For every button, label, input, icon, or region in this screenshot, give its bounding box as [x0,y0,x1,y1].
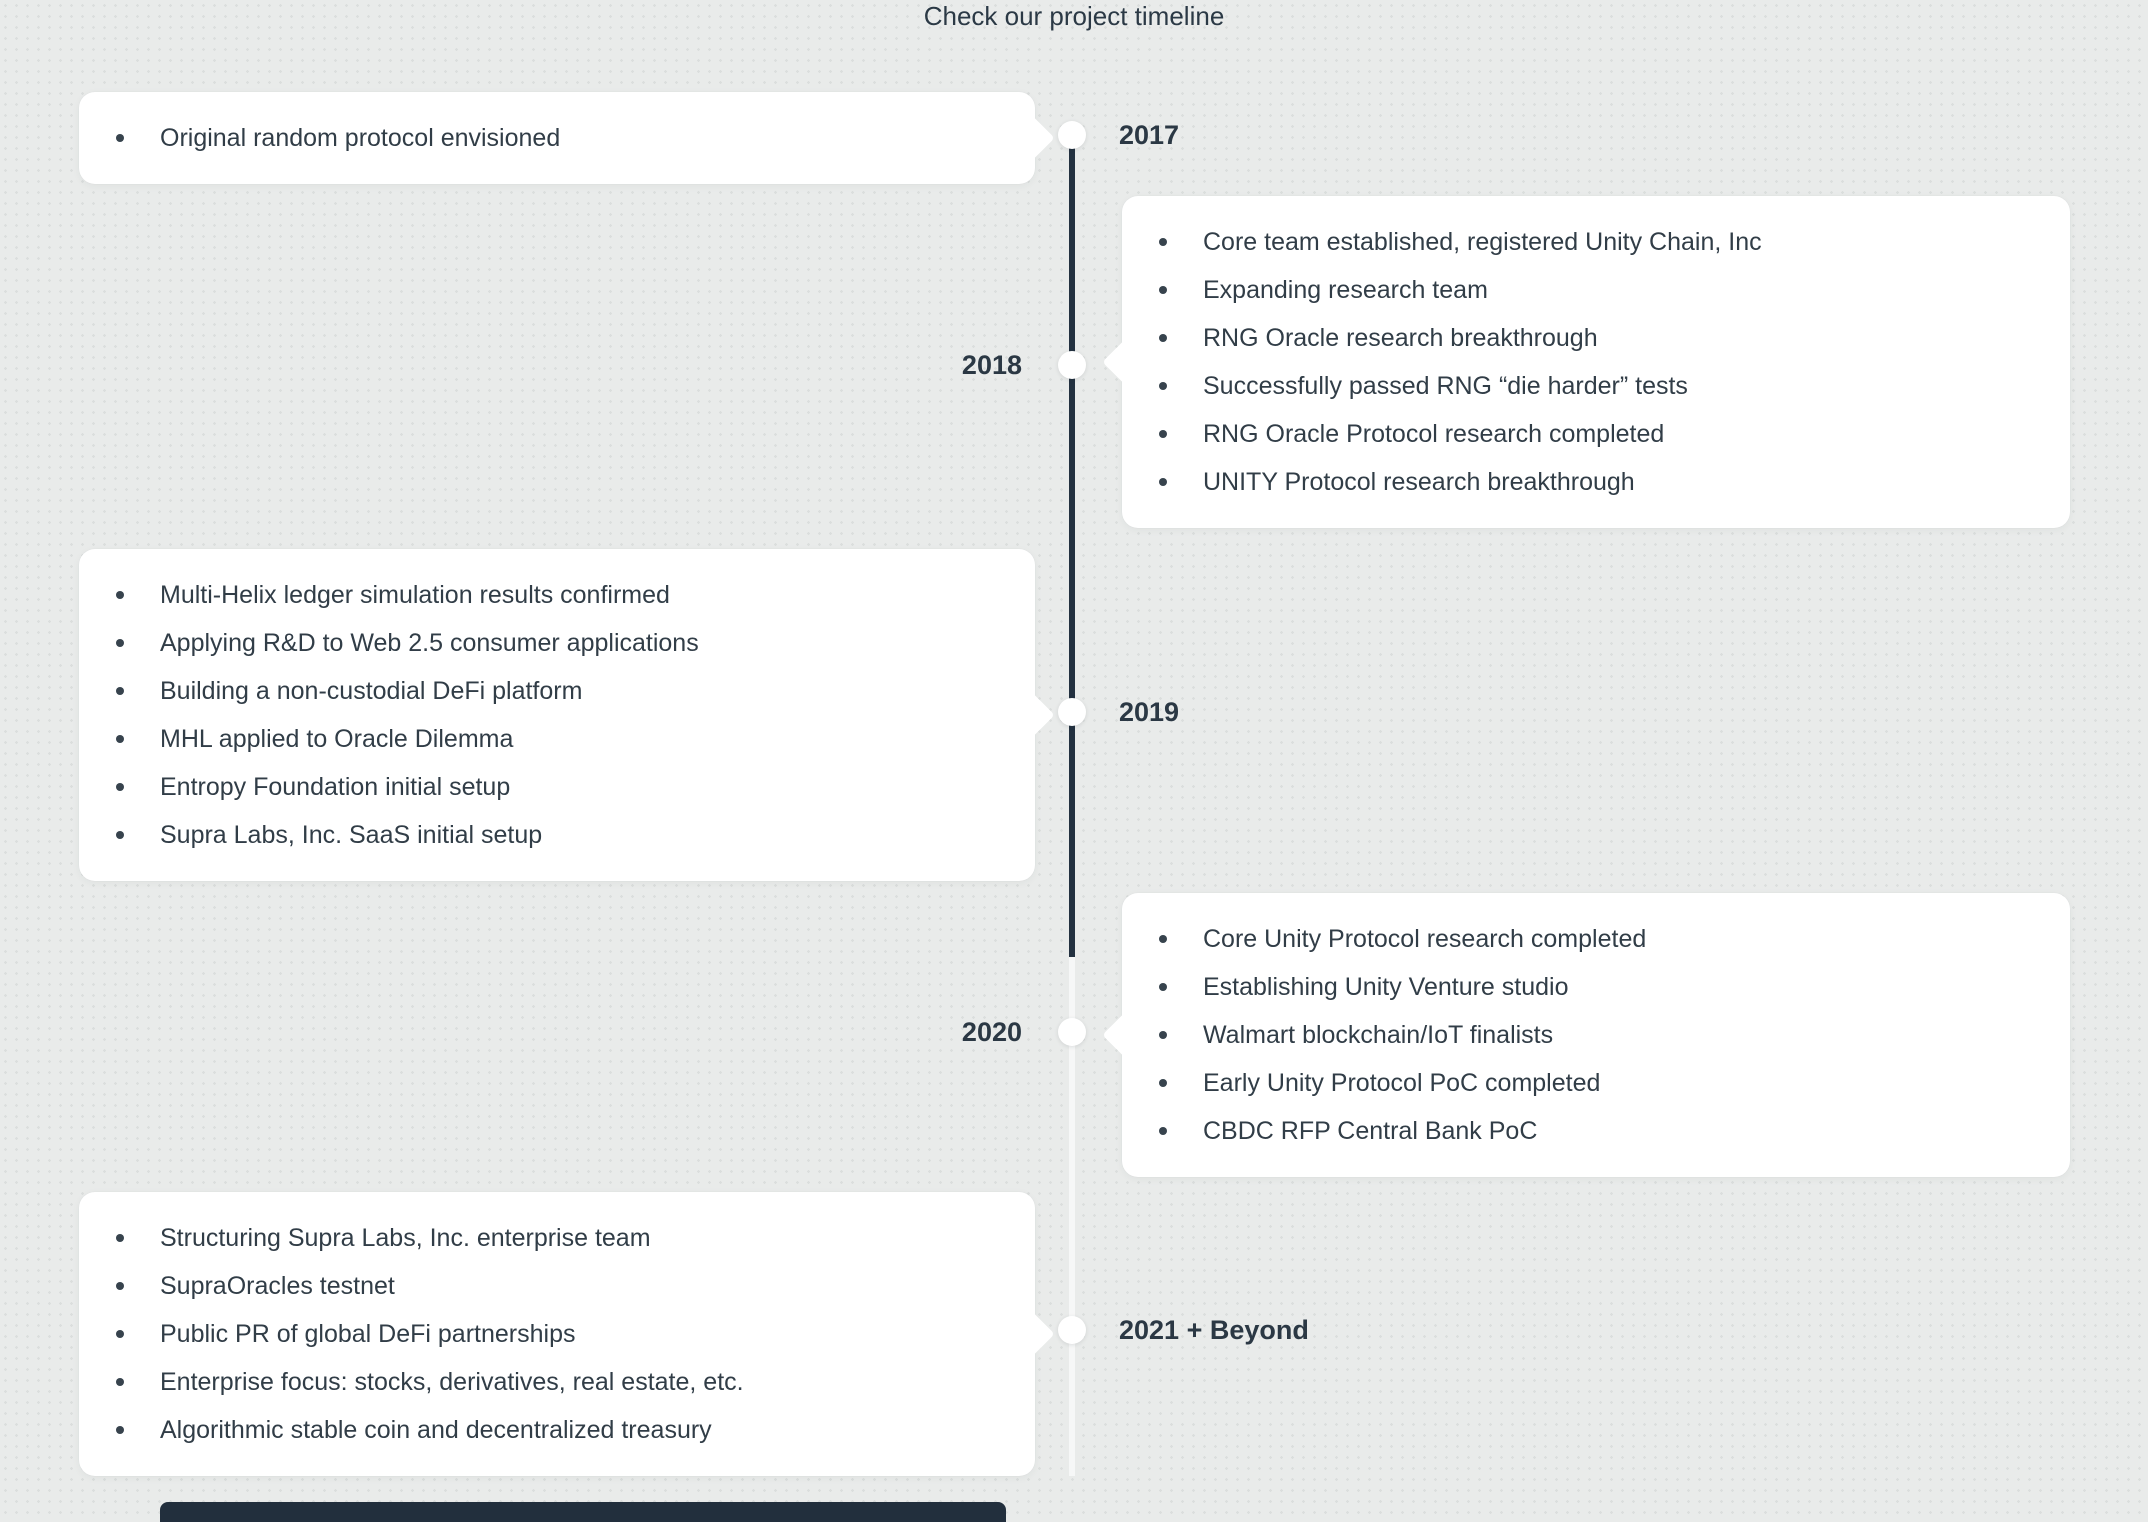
milestone-item: Early Unity Protocol PoC completed [1122,1059,2070,1107]
milestone-item: CBDC RFP Central Bank PoC [1122,1107,2070,1155]
milestone-item: Supra Labs, Inc. SaaS initial setup [79,811,1035,859]
milestone-item: Original random protocol envisioned [79,114,1035,162]
timeline-node-dot-2017 [1058,121,1086,149]
milestone-item: SupraOracles testnet [79,1262,1035,1310]
milestone-list-2021-beyond: Structuring Supra Labs, Inc. enterprise … [79,1192,1035,1476]
milestone-card-2021-beyond: Structuring Supra Labs, Inc. enterprise … [79,1192,1055,1476]
timeline-node-dot-2019 [1058,698,1086,726]
milestone-item: Establishing Unity Venture studio [1122,963,2070,1011]
timeline-node-dot-2020 [1058,1018,1086,1046]
milestone-card-2018: Core team established, registered Unity … [1102,196,2070,528]
timeline-node-dot-2018 [1058,351,1086,379]
milestone-list-2017: Original random protocol envisioned [79,92,1035,184]
year-label-2021-beyond: 2021 + Beyond [1119,1315,1309,1345]
timeline-node-dot-2021 [1058,1316,1086,1344]
milestone-item: Successfully passed RNG “die harder” tes… [1122,362,2070,410]
milestone-item: Applying R&D to Web 2.5 consumer applica… [79,619,1035,667]
milestone-item: Expanding research team [1122,266,2070,314]
milestone-item: Structuring Supra Labs, Inc. enterprise … [79,1214,1035,1262]
milestone-card-2019: Multi-Helix ledger simulation results co… [79,549,1055,881]
milestone-item: Entropy Foundation initial setup [79,763,1035,811]
milestone-list-2018: Core team established, registered Unity … [1122,196,2070,528]
timeline-line-past [1069,135,1075,957]
year-label-2019: 2019 [1119,697,1180,727]
year-label-2018: 2018 [961,350,1022,380]
timeline-line-future [1069,957,1075,1476]
next-section-peek-bar [160,1502,1006,1522]
section-title: Check our project timeline [923,1,1225,31]
milestone-item: Algorithmic stable coin and decentralize… [79,1406,1035,1454]
milestone-list-2020: Core Unity Protocol research completed E… [1122,893,2070,1177]
milestone-item: Core team established, registered Unity … [1122,218,2070,266]
milestone-item: UNITY Protocol research breakthrough [1122,458,2070,506]
milestone-item: Building a non-custodial DeFi platform [79,667,1035,715]
milestone-item: MHL applied to Oracle Dilemma [79,715,1035,763]
year-label-2017: 2017 [1119,120,1180,150]
milestone-item: RNG Oracle Protocol research completed [1122,410,2070,458]
milestone-item: Multi-Helix ledger simulation results co… [79,571,1035,619]
milestone-card-2017: Original random protocol envisioned [79,92,1055,184]
milestone-item: Core Unity Protocol research completed [1122,915,2070,963]
milestone-item: RNG Oracle research breakthrough [1122,314,2070,362]
milestone-card-2020: Core Unity Protocol research completed E… [1102,893,2070,1177]
year-label-2020: 2020 [961,1017,1022,1047]
milestone-item: Walmart blockchain/IoT finalists [1122,1011,2070,1059]
milestone-item: Enterprise focus: stocks, derivatives, r… [79,1358,1035,1406]
milestone-item: Public PR of global DeFi partnerships [79,1310,1035,1358]
milestone-list-2019: Multi-Helix ledger simulation results co… [79,549,1035,881]
